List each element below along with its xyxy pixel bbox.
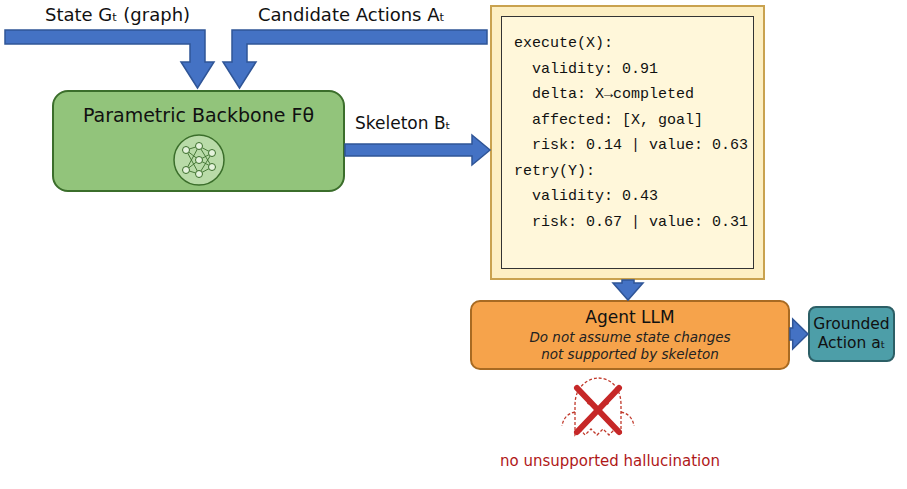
cross-mark xyxy=(577,388,619,432)
code-line: delta: X→completed xyxy=(502,82,753,108)
node-title: Grounded Action aₜ xyxy=(810,315,893,353)
code-line: validity: 0.43 xyxy=(502,184,753,210)
flow-arrow xyxy=(345,135,490,165)
code-line: affected: [X, goal] xyxy=(502,108,753,134)
node-text: Do not assume state changes not supporte… xyxy=(518,329,743,363)
code-line: risk: 0.67 | value: 0.31 xyxy=(502,210,753,236)
code-line: execute(X): xyxy=(502,31,753,57)
agent-box: Agent LLMDo not assume state changes not… xyxy=(470,300,790,370)
input-arrow xyxy=(223,30,487,88)
input-arrow xyxy=(5,30,214,88)
edge-label: Skeleton Bₜ xyxy=(355,113,451,133)
code-line: retry(Y): xyxy=(502,159,753,185)
neural-icon xyxy=(174,135,224,185)
flow-arrow xyxy=(613,280,643,300)
output-box: Grounded Action aₜ xyxy=(808,306,895,362)
code-line: risk: 0.14 | value: 0.63 xyxy=(502,133,753,159)
note-label: no unsupported hallucination xyxy=(500,452,695,470)
code-panel: execute(X):validity: 0.91delta: X→comple… xyxy=(501,16,754,269)
skeleton-box: execute(X):validity: 0.91delta: X→comple… xyxy=(490,5,765,280)
note-label: Candidate Actions Aₜ xyxy=(258,4,445,25)
flow-arrow xyxy=(790,319,808,349)
node-title: Parametric Backbone Fθ xyxy=(54,104,343,126)
code-line: validity: 0.91 xyxy=(502,57,753,83)
ghost-icon xyxy=(562,378,634,435)
note-label: State Gₜ (graph) xyxy=(45,4,190,25)
node-title: Agent LLM xyxy=(585,307,674,327)
